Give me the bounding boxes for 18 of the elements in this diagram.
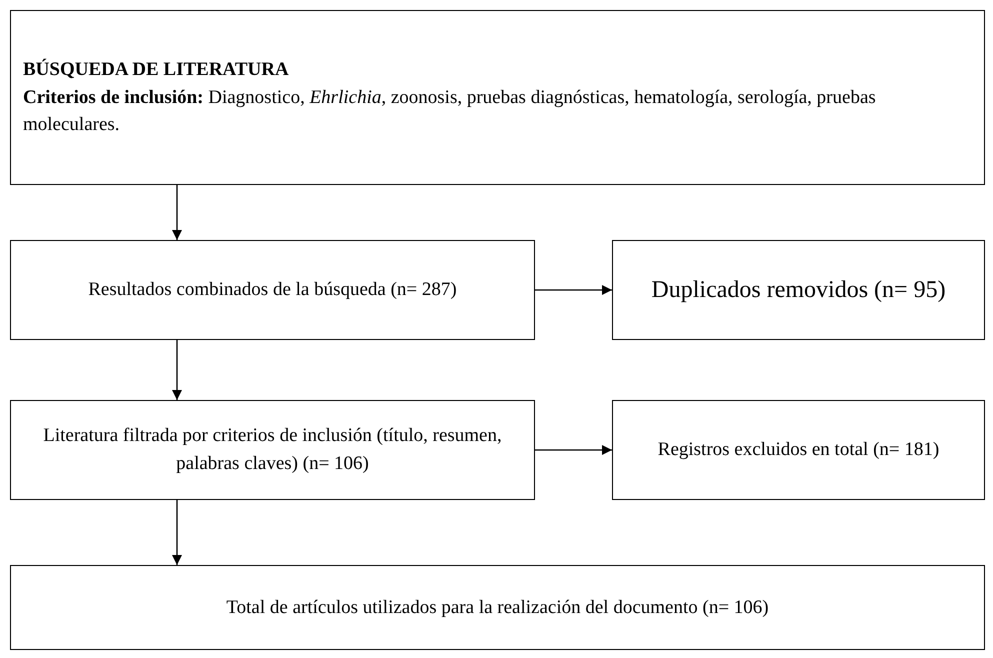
box-text: Duplicados removidos (n= 95) [651,276,946,305]
arrow [535,285,612,295]
arrow [172,500,182,565]
process-box [10,10,985,185]
arrow [172,340,182,400]
process-box [10,240,535,340]
box-text: Total de artículos utilizados para la realización del documento (n= 106) [226,596,769,620]
arrow [172,185,182,240]
process-box [612,240,985,340]
box-heading: BÚSQUEDA DE LITERATURA [23,58,289,82]
box-text: Resultados combinados de la búsqueda (n= 287) [88,278,457,302]
box-text: Literatura filtrada por criterios de inclusión (título, resumen, palabras claves) (n= 106) [42,424,503,476]
box-text: Registros excluidos en total (n= 181) [658,438,940,462]
process-box [10,400,535,500]
process-box [612,400,985,500]
arrow [535,445,612,455]
box-text: Criterios de inclusión: Diagnostico, Ehrlichia, zoonosis, pruebas diagnósticas, hematología, serología, pruebas moleculares. [23,86,877,138]
process-box [10,565,985,650]
